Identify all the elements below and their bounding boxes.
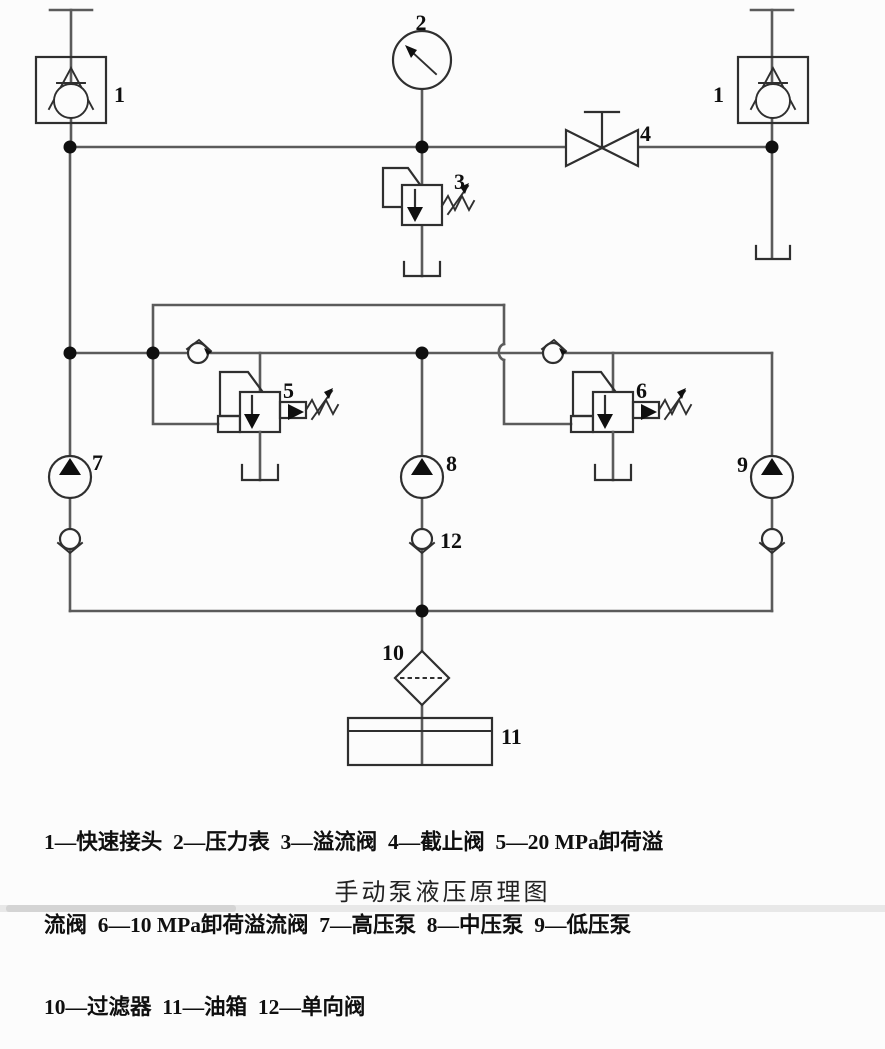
pump-icon	[399, 454, 445, 500]
figure-caption: 手动泵液压原理图	[334, 880, 551, 906]
unloading-valve-icon	[216, 370, 340, 482]
label-pump-high: 7	[92, 450, 103, 475]
bottom-edge-strip	[0, 905, 885, 912]
label-filter: 10	[382, 640, 404, 665]
label-coupler-left: 1	[114, 82, 125, 107]
label-tank: 11	[501, 724, 522, 749]
check-valve-12-icon	[408, 527, 436, 555]
pump-icon	[47, 454, 93, 500]
filter-icon	[393, 649, 451, 707]
filter: 10	[382, 640, 451, 707]
inline-check-valve-right	[540, 338, 569, 365]
shutoff-valve: 4	[564, 110, 651, 168]
label-check-valve: 12	[440, 528, 462, 553]
oil-tank-icon	[346, 716, 494, 767]
medium-pressure-pump: 8 12	[399, 451, 462, 555]
high-pressure-pump: 7	[47, 450, 103, 555]
suction-check-valve-icon	[56, 527, 84, 555]
relief-valve: 3	[381, 166, 476, 278]
legend-line-3: 10—过滤器 11—油箱 12—单向阀	[44, 995, 366, 1019]
quick-coupler-right: 1	[713, 55, 810, 261]
suction-check-valve-icon	[758, 527, 786, 555]
hydraulic-circuit-diagram: 1 1 2 3 4 5 6	[34, 8, 810, 767]
label-unload-10: 6	[636, 378, 647, 403]
legend-line-2: 流阀 6—10 MPa卸荷溢流阀 7—高压泵 8—中压泵 9—低压泵	[44, 912, 632, 937]
unloading-valve-20mpa: 5	[216, 370, 340, 482]
label-gauge: 2	[416, 10, 427, 35]
quick-coupler-left: 1	[34, 55, 125, 125]
unloading-valve-10mpa: 6	[569, 370, 693, 482]
quick-coupler-icon	[736, 55, 810, 125]
drain-tank-icon	[754, 244, 792, 261]
low-pressure-pump: 9	[737, 452, 795, 555]
quick-coupler-icon	[34, 55, 108, 125]
inline-check-valve-left	[185, 338, 214, 365]
bottom-edge-strip-dark	[6, 905, 236, 912]
tank-symbol-icon	[402, 260, 442, 278]
label-pump-low: 9	[737, 452, 748, 477]
unloading-valve-icon	[569, 370, 693, 482]
label-relief-valve: 3	[454, 169, 465, 194]
label-pump-medium: 8	[446, 451, 457, 476]
oil-tank: 11	[346, 716, 522, 767]
pressure-gauge: 2	[391, 10, 453, 91]
check-valve-icon	[185, 338, 214, 365]
label-unload-20: 5	[283, 378, 294, 403]
label-shutoff-valve: 4	[640, 121, 651, 146]
junction-dots	[63, 140, 779, 618]
pump-icon	[749, 454, 795, 500]
check-valve-icon	[540, 338, 569, 365]
hydraulic-schematic-page: { "colors": { "wire": "#5b5b5b", "symbol…	[0, 8, 885, 1019]
label-coupler-right: 1	[713, 82, 724, 107]
legend-line-1: 1—快速接头 2—压力表 3—溢流阀 4—截止阀 5—20 MPa卸荷溢	[44, 830, 664, 854]
